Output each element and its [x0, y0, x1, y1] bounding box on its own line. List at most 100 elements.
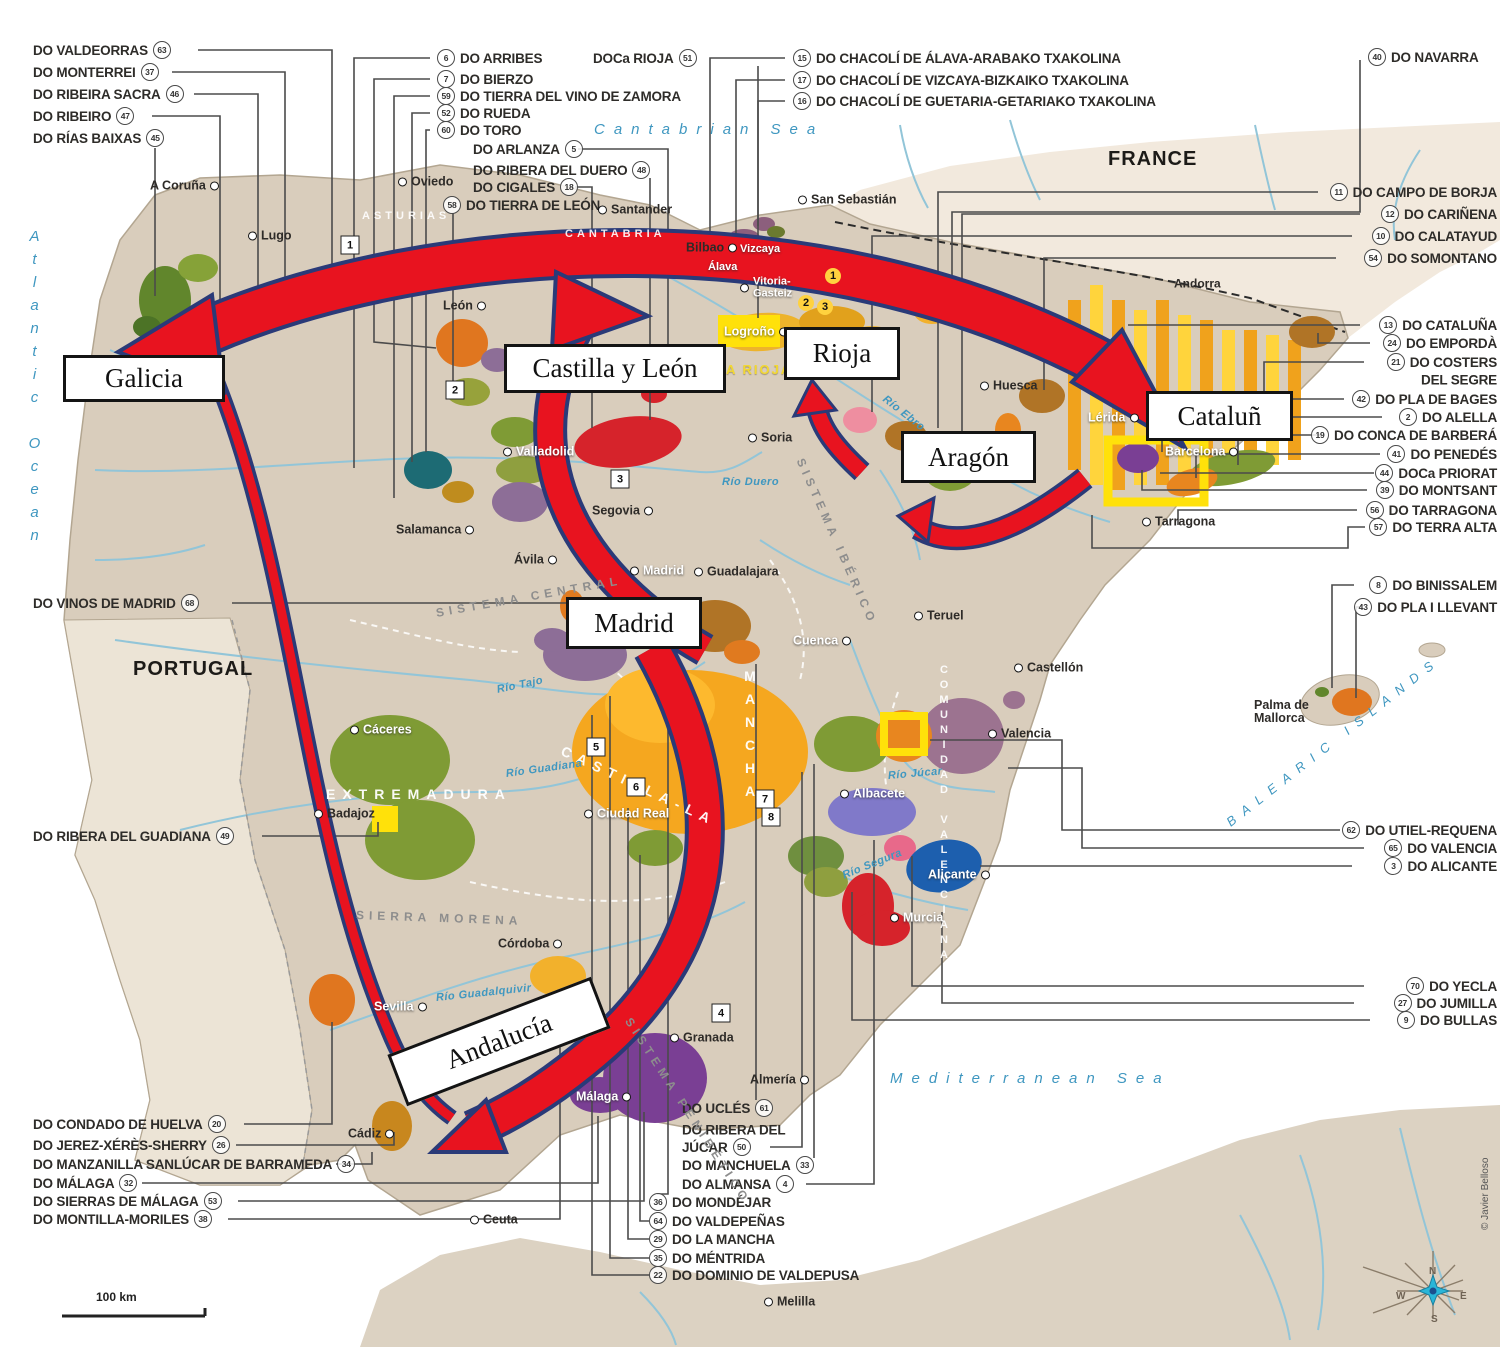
- do-label-text: DO CHACOLÍ DE ÁLAVA-ARABAKO TXAKOLINA: [816, 50, 1121, 66]
- region-callout-text: Aragón: [928, 441, 1009, 472]
- city-label: León: [443, 299, 486, 312]
- map-zone-number: 2: [445, 380, 465, 400]
- do-number-badge: 12: [1380, 205, 1399, 223]
- compass-s-label: S: [1431, 1314, 1438, 1325]
- do-number-badge: 6: [437, 49, 455, 67]
- city-label: Álava: [708, 262, 737, 274]
- city-label: Segovia: [592, 504, 653, 517]
- city-label: San Sebastián: [798, 193, 896, 206]
- city-name: Melilla: [777, 1294, 816, 1309]
- do-number-badge: 49: [215, 827, 234, 845]
- do-number-badge: 48: [632, 161, 651, 179]
- map-zone-number: 8: [761, 807, 781, 827]
- do-number-badge: 54: [1364, 249, 1383, 267]
- city-dot: [670, 1033, 679, 1043]
- do-label-text: DO YECLA: [1429, 978, 1497, 994]
- do-number-badge: 47: [116, 107, 135, 125]
- city-name: Huesca: [993, 378, 1038, 393]
- do-number-badge: 18: [560, 178, 579, 196]
- do-number-badge: 68: [180, 594, 199, 612]
- map-zone-number: 2: [798, 295, 814, 311]
- do-label-text: DO COSTERS: [1409, 354, 1497, 370]
- do-label-text: DO RUEDA: [460, 105, 531, 121]
- city-name: Sevilla: [374, 999, 414, 1014]
- city-label: Ciudad Real: [584, 807, 669, 820]
- city-name: San Sebastián: [811, 192, 897, 207]
- map-zone-number: 3: [610, 469, 630, 489]
- compass-n-label: N: [1429, 1266, 1437, 1277]
- region-callout-text: Cataluñ: [1177, 400, 1262, 431]
- city-dot: [728, 243, 738, 253]
- city-name: Valencia: [1001, 726, 1052, 741]
- do-label-text: DO BINISSALEM: [1392, 577, 1497, 593]
- map-zone-number: 4: [711, 1003, 731, 1023]
- do-label-text: DO TIERRA DE LEÓN: [466, 197, 601, 213]
- do-label-text: DO NAVARRA: [1391, 49, 1479, 65]
- scale-bar-label: 100 km: [96, 1290, 137, 1304]
- do-label-text: DO EMPORDÀ: [1405, 335, 1497, 351]
- city-label: Ceuta: [470, 1213, 518, 1226]
- city-name: Andorra: [1174, 276, 1221, 291]
- city-dot: [553, 939, 563, 949]
- do-number-badge: 34: [337, 1155, 356, 1173]
- do-label-text: DO CONCA DE BARBERÁ: [1334, 427, 1497, 443]
- do-label-text: DO MONDÉJAR: [672, 1194, 772, 1210]
- country-label-france: FRANCE: [1108, 148, 1198, 170]
- city-label: Ávila: [514, 553, 557, 566]
- city-dot: [598, 205, 607, 215]
- do-label-text: DO ALICANTE: [1407, 858, 1497, 874]
- city-dot: [1129, 413, 1139, 423]
- city-label: Sevilla: [374, 1000, 427, 1013]
- city-dot: [503, 447, 512, 457]
- city-name: Santander: [611, 202, 673, 217]
- city-label: Murcia: [890, 911, 943, 924]
- do-number-badge: 22: [649, 1266, 667, 1284]
- province-label: EXTREMADURA: [326, 786, 512, 802]
- do-number-badge: 5: [564, 140, 583, 158]
- city-label: Vitoria- Gasteiz: [740, 276, 792, 299]
- city-name: Córdoba: [498, 936, 550, 951]
- city-name: Vizcaya: [740, 243, 781, 256]
- city-label: Barcelona: [1165, 445, 1239, 458]
- portugal-border: [231, 619, 313, 1171]
- city-dot: [398, 177, 407, 187]
- region-callout-castilla-y-le-n: Castilla y León: [504, 344, 726, 393]
- do-label-text: DO ALMANSA: [682, 1176, 771, 1192]
- city-label: Bilbao: [686, 241, 738, 254]
- menorca-island: [1418, 642, 1446, 658]
- city-dot: [1014, 663, 1023, 673]
- city-dot: [694, 567, 703, 577]
- city-label: Guadalajara: [694, 565, 779, 578]
- region-callout-text: Rioja: [812, 338, 872, 368]
- country-label-portugal: PORTUGAL: [133, 658, 254, 680]
- do-label-text: DO UCLÉS: [682, 1100, 751, 1116]
- region-callout-rioja: Rioja: [784, 327, 900, 380]
- province-label: MANCHA: [742, 668, 758, 806]
- city-dot: [584, 809, 593, 819]
- pyrenees-border: [834, 221, 1346, 333]
- city-label: Madrid: [630, 564, 684, 577]
- arrowhead-andalucia: [427, 1096, 509, 1154]
- river-label: Río Duero: [722, 476, 780, 488]
- city-label: Tarragona: [1142, 515, 1215, 528]
- do-number-badge: 63: [152, 41, 171, 59]
- do-number-badge: 8: [1369, 576, 1388, 594]
- do-label-text: DO MÉNTRIDA: [672, 1250, 766, 1266]
- do-label-text: DO MONTILLA-MORILES: [33, 1211, 189, 1227]
- city-label: Badajoz: [314, 807, 375, 820]
- city-label: Cuenca: [793, 634, 852, 647]
- city-label: Córdoba: [498, 936, 563, 951]
